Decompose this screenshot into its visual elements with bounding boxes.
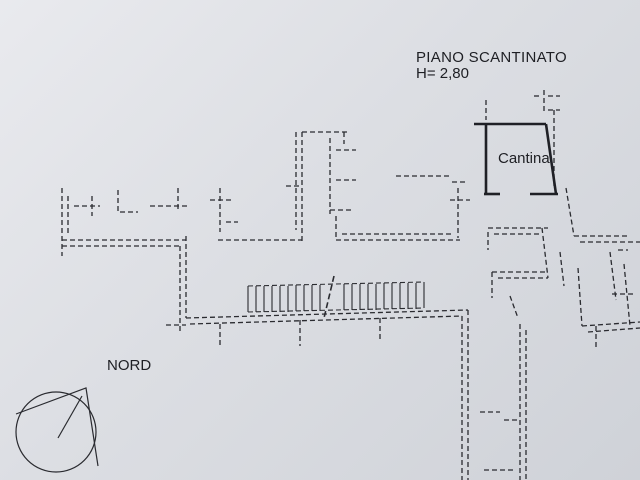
staircase (247, 275, 425, 319)
central-block-walls (218, 131, 470, 244)
north-label: NORD (107, 357, 152, 374)
room-label-cantina: Cantina (498, 150, 550, 167)
ceiling-height-note: H= 2,80 (416, 65, 469, 82)
north-compass-icon (15, 387, 99, 473)
cantina-room-walls (474, 122, 558, 196)
left-wing-walls (61, 188, 232, 332)
right-area-walls (485, 90, 640, 350)
plan-title: PIANO SCANTINATO (416, 49, 567, 66)
corridor-walls (185, 232, 548, 480)
